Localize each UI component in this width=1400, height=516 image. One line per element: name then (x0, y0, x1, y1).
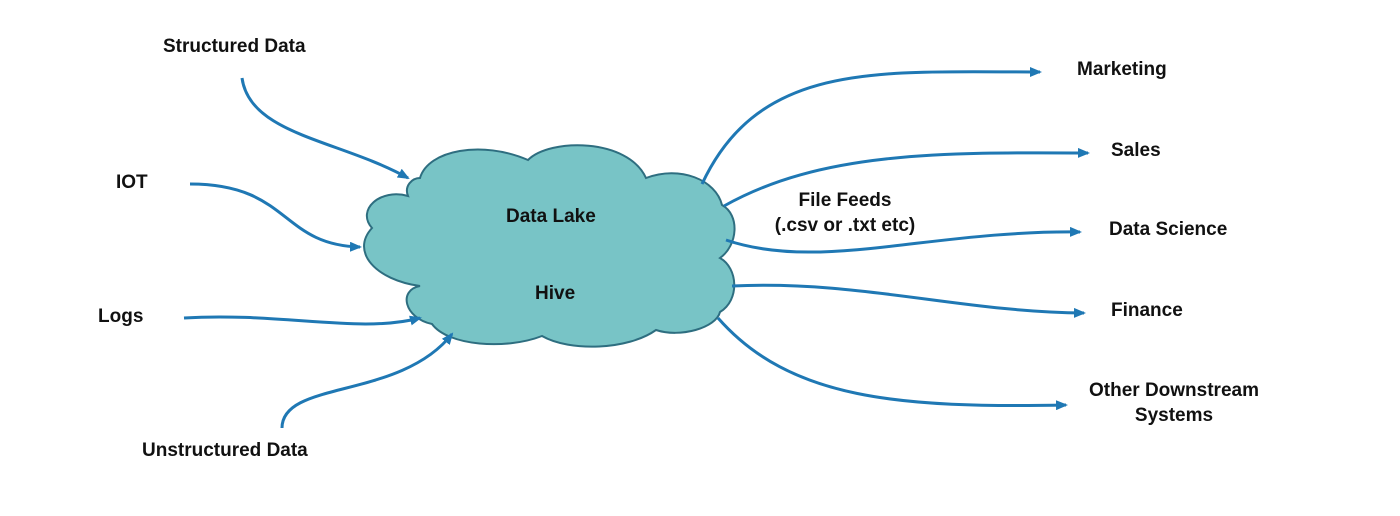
label-unstructured-data: Unstructured Data (142, 440, 308, 461)
arrow-data-science (725, 226, 1082, 254)
arrow-finance (731, 283, 1086, 318)
label-data-science: Data Science (1109, 219, 1228, 240)
label-marketing: Marketing (1077, 59, 1167, 80)
file-feeds-line2: (.csv or .txt etc) (774, 214, 916, 236)
arrow-marketing (700, 66, 1042, 185)
arrow-logs (183, 315, 422, 326)
label-sales: Sales (1111, 140, 1161, 161)
arrow-sales (723, 147, 1090, 208)
label-logs: Logs (98, 306, 144, 327)
arrow-iot (189, 182, 362, 252)
arrow-structured-data (240, 77, 410, 180)
cloud-title: Data Lake (506, 206, 596, 227)
arrow-other-downstream (716, 317, 1068, 411)
label-iot: IOT (116, 172, 148, 193)
label-finance: Finance (1111, 300, 1183, 321)
data-lake-cloud (363, 144, 736, 348)
cloud-subtitle: Hive (535, 283, 576, 304)
label-other-downstream-line2: Systems (1134, 404, 1214, 426)
label-other-downstream: Other Downstream Systems (1074, 379, 1274, 428)
label-structured-data: Structured Data (163, 36, 306, 57)
file-feeds-label: File Feeds (.csv or .txt etc) (760, 189, 930, 238)
arrow-unstructured-data (280, 332, 454, 429)
file-feeds-line1: File Feeds (798, 190, 892, 211)
label-other-downstream-line1: Other Downstream (1089, 380, 1259, 401)
